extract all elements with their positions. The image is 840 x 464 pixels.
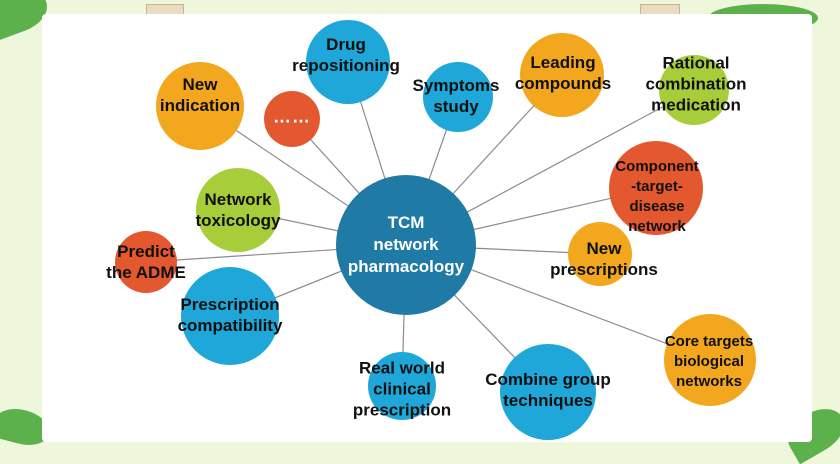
node-label-predict-the-adme: Predict the ADME bbox=[106, 242, 186, 282]
node-real-world-clinical-prescription bbox=[368, 352, 436, 420]
node-ellipsis bbox=[264, 91, 320, 147]
node-new-prescriptions bbox=[568, 222, 632, 286]
node-drug-repositioning bbox=[306, 20, 390, 104]
node-label-prescription-compatibility: Prescription compatibility bbox=[177, 295, 283, 335]
node-new-indication bbox=[156, 62, 244, 150]
center-node bbox=[336, 175, 476, 315]
node-predict-the-adme bbox=[115, 231, 177, 293]
node-label-leading-compounds: Leading compounds bbox=[514, 53, 612, 93]
node-label-new-indication: New indication bbox=[159, 75, 241, 115]
node-label-real-world-clinical-prescription: Real world clinical prescription bbox=[352, 358, 452, 420]
node-label-combine-group-techniques: Combine group techniques bbox=[485, 370, 611, 410]
node-label-network-toxicology: Network toxicology bbox=[195, 190, 281, 230]
node-label-core-targets-biological-networks: Core targets biological networks bbox=[664, 333, 754, 390]
node-label-component-target-disease-network: Component -target- disease network bbox=[615, 158, 699, 235]
node-leading-compounds bbox=[520, 33, 604, 117]
node-prescription-compatibility bbox=[181, 267, 279, 365]
node-core-targets-biological-networks bbox=[664, 314, 756, 406]
node-label-symptoms-study: Symptoms study bbox=[412, 76, 500, 116]
node-label-drug-repositioning: Drug repositioning bbox=[292, 35, 400, 75]
node-combine-group-techniques bbox=[500, 344, 596, 440]
node-label-new-prescriptions: New prescriptions bbox=[550, 239, 658, 279]
node-network-toxicology bbox=[196, 168, 280, 252]
node-component-target-disease-network bbox=[609, 141, 703, 235]
node-label-ellipsis: …… bbox=[273, 106, 311, 127]
node-label-rational-combination-medication: Rational combination medication bbox=[645, 53, 747, 115]
center-node-label: TCM network pharmacology bbox=[347, 213, 465, 276]
node-rational-combination-medication bbox=[659, 55, 729, 125]
node-symptoms-study bbox=[423, 62, 493, 132]
